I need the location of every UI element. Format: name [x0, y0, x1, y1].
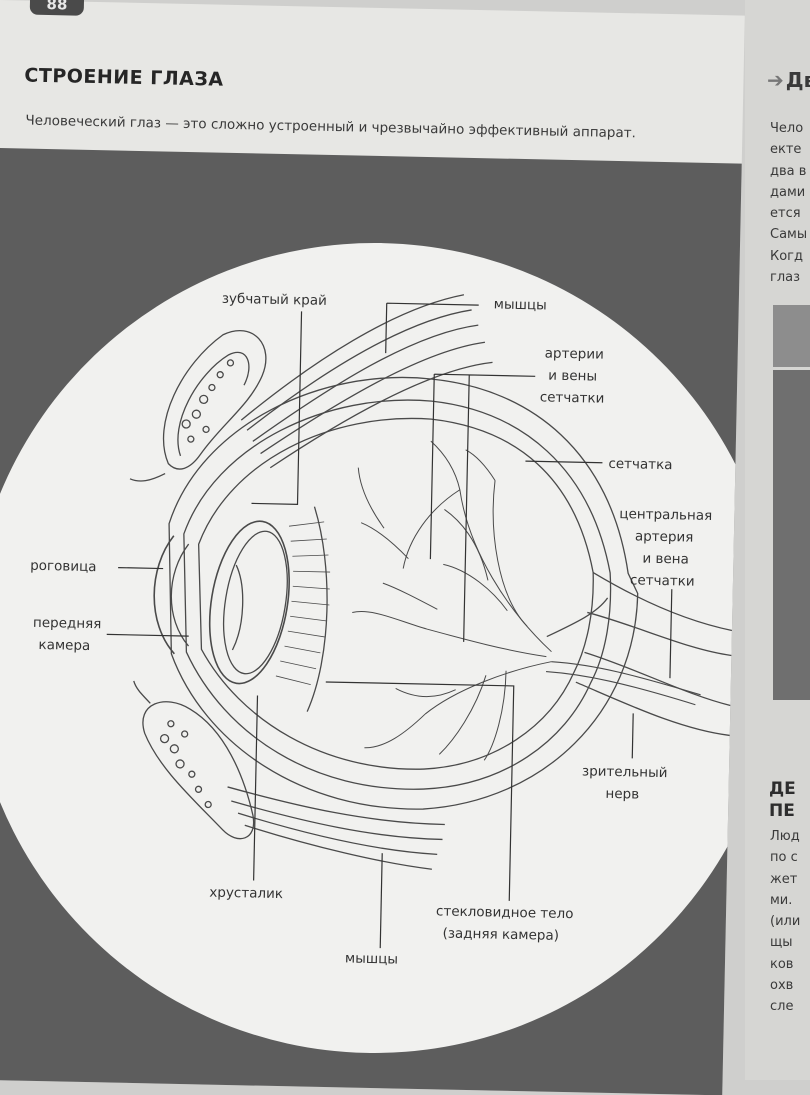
label-arteries-3: сетчатки [540, 389, 605, 406]
adjacent-line: Люд [770, 829, 800, 844]
adjacent-line: охв [770, 978, 794, 994]
label-optic-2: нерв [605, 786, 639, 803]
adjacent-subheading-2: ПЕ [769, 801, 795, 821]
adjacent-line: сле [770, 999, 794, 1015]
adjacent-subheading-1: ДЕ [769, 779, 796, 799]
label-muscles-top: мышцы [494, 296, 547, 313]
adjacent-subheading: ДЕ ПЕ [769, 778, 796, 822]
label-central-4: сетчатки [630, 572, 695, 589]
diagram-labels: зубчатый край мышцы артерии и вены сетча… [30, 291, 712, 968]
label-serrated-edge: зубчатый край [222, 291, 327, 309]
eye-diagram: зубчатый край мышцы артерии и вены сетча… [0, 242, 745, 1053]
label-anterior-2: камера [38, 637, 90, 654]
label-anterior-1: передняя [33, 615, 102, 632]
retinal-vessels-drawing [352, 440, 552, 761]
adjacent-text-lines: Чело екте два в дами ется Самы Когд глаз [770, 118, 807, 288]
adjacent-heading-text: Дв [785, 68, 810, 92]
label-retina: сетчатка [608, 456, 672, 473]
adjacent-page: ➔Дв Чело екте два в дами ется Самы Когд … [745, 0, 810, 1080]
label-arteries-1: артерии [545, 345, 604, 362]
upper-eyelid-drawing [129, 329, 267, 482]
label-arteries-2: и вены [548, 368, 597, 385]
adjacent-line: (или [770, 914, 801, 930]
label-cornea: роговица [30, 558, 97, 575]
adjacent-line: ми. [770, 892, 793, 908]
adjacent-line: ется [770, 206, 801, 222]
adjacent-line: екте [770, 142, 802, 158]
arrow-icon: ➔ [767, 68, 784, 92]
diagram-circle [0, 242, 745, 1053]
adjacent-line: глаз [770, 270, 801, 286]
adjacent-line: ков [770, 956, 794, 972]
leader-lines [106, 302, 673, 949]
upper-muscle-drawing [240, 294, 493, 469]
adjacent-line: Самы [770, 227, 808, 243]
label-muscles-bottom: мышцы [345, 950, 398, 967]
adjacent-line: по с [770, 850, 798, 866]
adjacent-line: Когд [770, 248, 804, 264]
adjacent-text-lines-lower: Люд по с жет ми. (или щы ков охв сле [770, 826, 800, 1018]
label-central-3: и вена [642, 551, 689, 568]
label-lens: хрусталик [209, 885, 283, 903]
label-central-2: артерия [635, 528, 694, 545]
adjacent-heading: ➔Дв [767, 68, 810, 92]
optic-nerve-drawing [546, 571, 733, 737]
adjacent-photo-lower [773, 370, 810, 700]
lower-muscle-drawing [227, 786, 445, 870]
adjacent-line: щы [770, 935, 793, 951]
adjacent-photo [773, 305, 810, 367]
book-page: 88 СТРОЕНИЕ ГЛАЗА Человеческий глаз — эт… [0, 0, 745, 1095]
lower-eyelid-drawing [133, 680, 255, 840]
adjacent-line: два в [770, 163, 807, 179]
label-vitreous-1: стекловидное тело [436, 903, 574, 922]
label-optic-1: зрительный [582, 763, 668, 781]
adjacent-line: дами [770, 184, 806, 200]
label-vitreous-2: (задняя камера) [442, 925, 559, 943]
adjacent-line: жет [770, 871, 798, 887]
eyeball-drawing [153, 376, 639, 810]
adjacent-line: Чело [770, 121, 804, 136]
label-central-1: центральная [619, 506, 712, 524]
